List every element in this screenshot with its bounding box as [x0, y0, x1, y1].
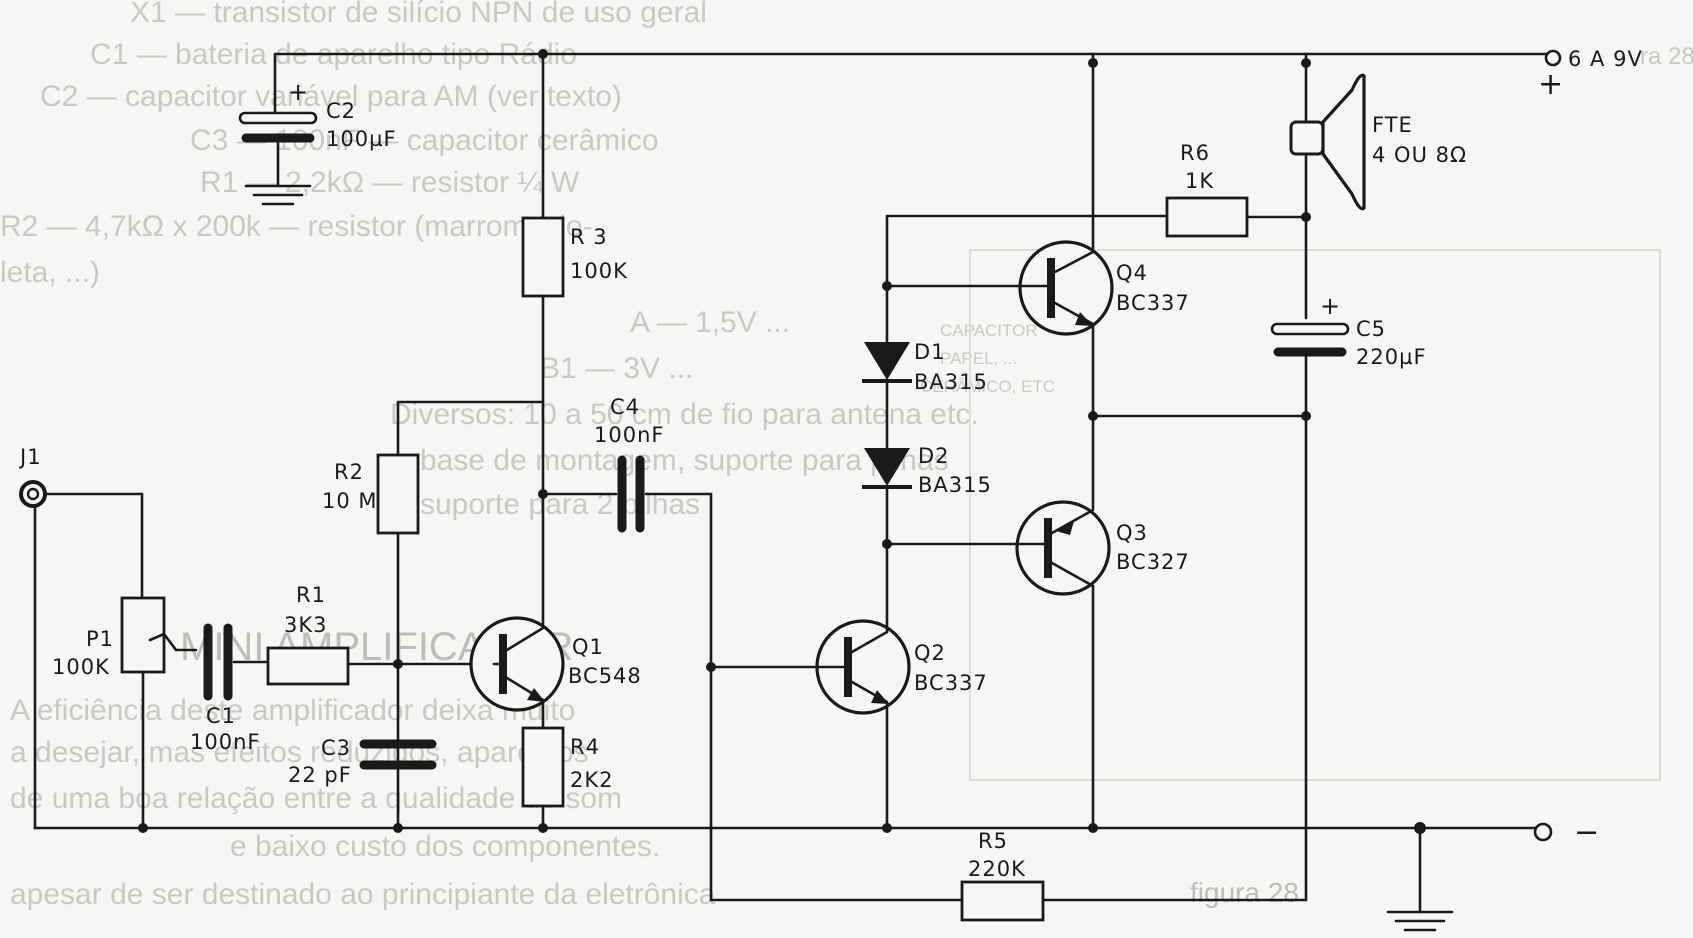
- bleed-line-13: A eficiência deste amplificador deixa mu…: [10, 694, 575, 727]
- wire-c4-right: [644, 492, 962, 902]
- c5-polarity: +: [1320, 292, 1341, 320]
- r2-value: 10 M: [322, 489, 378, 513]
- transistor-q3: [1015, 500, 1111, 596]
- c4-ref: C4: [610, 395, 640, 419]
- bleed-cap-2: PAPEL, ...: [940, 349, 1017, 368]
- supply-voltage-label: 6 A 9V: [1568, 47, 1643, 71]
- positive-terminal[interactable]: [1544, 49, 1562, 67]
- p1-wiper: [148, 632, 198, 652]
- q3-ref: Q3: [1116, 521, 1148, 545]
- d2-value: BA315: [918, 473, 992, 497]
- transistor-q1: [469, 616, 565, 712]
- bleed-cap-3: CERÂMICO, ETC: [920, 377, 1055, 396]
- r6-value: 1K: [1185, 169, 1214, 193]
- c5-ref: C5: [1356, 317, 1386, 341]
- bleed-line-7: leta, ...): [0, 256, 100, 289]
- c5-value: 220µF: [1356, 345, 1427, 369]
- capacitor-c5-plate-a: [1270, 322, 1350, 336]
- d2-ref: D2: [918, 444, 950, 468]
- r6-ref: R6: [1180, 141, 1210, 165]
- transistor-q4: [1018, 240, 1114, 336]
- q4-value: BC337: [1116, 291, 1190, 315]
- negative-terminal[interactable]: [1533, 822, 1553, 842]
- bleed-line-11: base de montagem, suporte para pilhas: [420, 444, 949, 477]
- fte-value: 4 OU 8Ω: [1372, 143, 1467, 167]
- bleed-line-14: a desejar, mas efeitos reduzidos, aparel…: [10, 736, 589, 769]
- potentiometer-p1: [120, 596, 166, 674]
- resistor-r3: [521, 216, 565, 298]
- bleed-corner: ra 28: [1640, 43, 1693, 70]
- speaker-fte: [1289, 52, 1366, 320]
- q3-value: BC327: [1116, 550, 1190, 574]
- supply-plus-sign: +: [1538, 67, 1564, 102]
- fte-ref: FTE: [1372, 113, 1413, 137]
- resistor-r4: [521, 726, 565, 808]
- r4-ref: R4: [570, 735, 600, 759]
- q1-ref: Q1: [572, 635, 604, 659]
- wire-j1-p1: [43, 492, 144, 600]
- c1-ref: C1: [206, 704, 236, 728]
- bleed-line-17: apesar de ser destinado ao principiante …: [10, 878, 716, 911]
- q4-ref: Q4: [1116, 261, 1148, 285]
- jack-j1[interactable]: [19, 480, 47, 830]
- bleed-line-6: R2 — 4,7kΩ x 200k — resistor (marrom, vi…: [0, 210, 593, 243]
- bleed-line-15: de uma boa relação entre a qualidade de …: [10, 782, 622, 815]
- d1-value: BA315: [914, 370, 988, 394]
- j1-ref: J1: [18, 445, 42, 469]
- resistor-r6: [1165, 196, 1249, 238]
- p1-ref: P1: [86, 627, 114, 651]
- c3-ref: C3: [321, 736, 351, 760]
- bleed-line-10: Diversos: 10 a 50 cm de fio para antena …: [390, 398, 979, 431]
- c2-polarity: +: [288, 78, 309, 106]
- bleed-line-16: e baixo custo dos componentes.: [230, 830, 660, 863]
- bleed-cap-1: CAPACITOR: [940, 321, 1038, 340]
- capacitor-c2: [238, 52, 318, 206]
- c1-value: 100nF: [190, 730, 260, 754]
- c2-ref: C2: [326, 99, 356, 123]
- bleed-frame: [969, 249, 1661, 781]
- resistor-r1: [266, 646, 350, 686]
- r3-ref: R 3: [570, 225, 608, 249]
- diode-d2: [862, 448, 912, 546]
- diode-d1: [862, 342, 912, 450]
- bleed-line-3: C2 — capacitor variável para AM (ver tex…: [40, 80, 622, 113]
- r4-value: 2K2: [570, 768, 614, 792]
- transistor-q2: [815, 619, 911, 715]
- bleed-line-5: R1 — 2,2kΩ — resistor ¼ W: [200, 166, 580, 199]
- bleed-line-1: X1 — transistor de silício NPN de uso ge…: [130, 0, 707, 29]
- r5-value: 220K: [968, 857, 1026, 881]
- q2-value: BC337: [914, 671, 988, 695]
- p1-value: 100K: [52, 655, 110, 679]
- bleed-line-8: A — 1,5V ...: [630, 306, 790, 339]
- resistor-r5: [960, 880, 1045, 922]
- bleed-figure-caption: figura 28: [1190, 877, 1299, 908]
- c2-value: 100µF: [326, 127, 397, 151]
- r1-ref: R1: [296, 583, 326, 607]
- r3-value: 100K: [570, 259, 628, 283]
- r5-ref: R5: [978, 829, 1008, 853]
- r1-value: 3K3: [284, 613, 328, 637]
- bleed-line-9: B1 — 3V ...: [540, 352, 693, 385]
- supply-minus-sign: −: [1574, 815, 1600, 850]
- ground-symbol: [1386, 826, 1454, 932]
- resistor-r2: [376, 453, 420, 535]
- r2-ref: R2: [334, 460, 364, 484]
- c4-value: 100nF: [594, 423, 664, 447]
- c3-value: 22 pF: [288, 763, 352, 787]
- wire-r5-feedback: [1041, 414, 1308, 902]
- q2-ref: Q2: [914, 641, 946, 665]
- q1-value: BC548: [568, 664, 642, 688]
- junction-dots: [138, 49, 1426, 834]
- d1-ref: D1: [914, 340, 946, 364]
